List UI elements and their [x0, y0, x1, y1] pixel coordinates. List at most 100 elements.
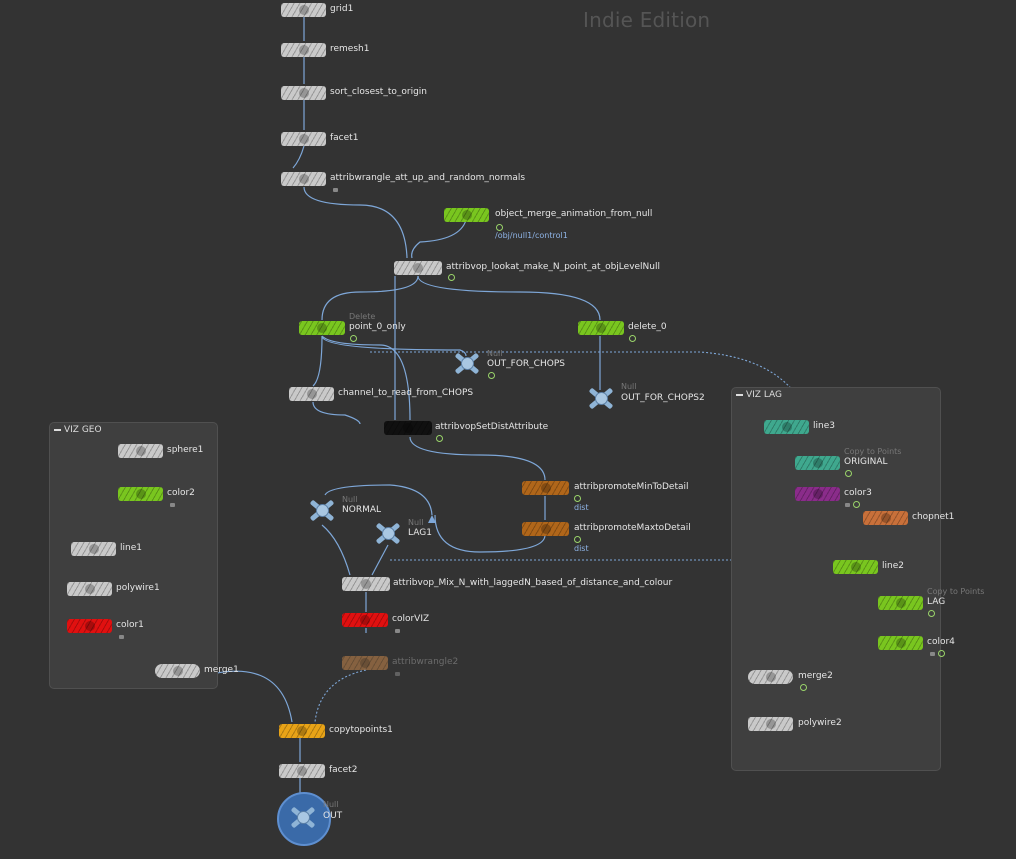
node-body[interactable] [522, 481, 569, 495]
output-null-icon[interactable] [277, 792, 331, 846]
node-body[interactable] [342, 656, 388, 670]
node-label: color1 [116, 620, 144, 630]
node-body[interactable] [863, 511, 908, 525]
node-label: grid1 [330, 4, 354, 14]
network-box-title: VIZ LAG [746, 390, 783, 400]
network-box-title: VIZ GEO [64, 425, 102, 435]
node-label: LAG1 [408, 528, 432, 538]
null-node-icon[interactable] [372, 520, 404, 546]
collapse-icon[interactable] [736, 394, 743, 396]
node-label: line1 [120, 543, 142, 553]
flag-icon[interactable] [496, 224, 503, 231]
node-body[interactable] [155, 664, 200, 678]
collapse-icon[interactable] [54, 429, 61, 431]
node-label: attribpromoteMaxtoDetail [574, 523, 691, 533]
node-body[interactable] [289, 387, 334, 401]
node-body[interactable] [394, 261, 442, 275]
node-body[interactable] [279, 724, 325, 738]
null-node-icon [287, 804, 319, 830]
node-body[interactable] [279, 764, 325, 778]
node-body[interactable] [578, 321, 624, 335]
flag-icon[interactable] [350, 335, 357, 342]
node-body[interactable] [71, 542, 116, 556]
node-body[interactable] [748, 717, 793, 731]
node-body[interactable] [281, 3, 326, 17]
node-label: attribvopSetDistAttribute [435, 422, 549, 432]
network-box-viz-lag[interactable]: VIZ LAG [731, 387, 941, 771]
node-body[interactable] [384, 421, 432, 435]
node-label: color4 [927, 637, 955, 647]
flag-icon[interactable] [574, 536, 581, 543]
flag-icon[interactable] [853, 501, 860, 508]
node-body[interactable] [118, 444, 163, 458]
node-label: attribpromoteMinToDetail [574, 482, 689, 492]
node-attrib-label: dist [574, 544, 589, 553]
node-body[interactable] [299, 321, 345, 335]
null-node-icon[interactable] [585, 385, 617, 411]
node-type-label: Null [342, 495, 358, 504]
node-body[interactable] [67, 582, 112, 596]
flag-icon[interactable] [574, 495, 581, 502]
flag-icon[interactable] [448, 274, 455, 281]
node-label: line2 [882, 561, 904, 571]
flag-icon[interactable] [845, 470, 852, 477]
node-label: polywire1 [116, 583, 160, 593]
node-label: OUT_FOR_CHOPS2 [621, 393, 705, 403]
flag-icon[interactable] [629, 335, 636, 342]
node-body[interactable] [833, 560, 878, 574]
flag-icon[interactable] [928, 610, 935, 617]
node-label: facet2 [329, 765, 358, 775]
node-body[interactable] [342, 577, 390, 591]
node-label: OUT_FOR_CHOPS [487, 359, 565, 369]
node-body[interactable] [878, 636, 923, 650]
node-body[interactable] [795, 487, 840, 501]
node-label: merge1 [204, 665, 239, 675]
null-node-icon[interactable] [306, 497, 338, 523]
node-label: attribwrangle2 [392, 657, 459, 667]
node-label: ORIGINAL [844, 457, 888, 467]
node-label: polywire2 [798, 718, 842, 728]
node-body[interactable] [878, 596, 923, 610]
lock-icon [395, 629, 400, 633]
flag-icon[interactable] [938, 650, 945, 657]
node-body[interactable] [281, 86, 326, 100]
null-node-icon[interactable] [451, 350, 483, 376]
lock-icon [930, 652, 935, 656]
node-type-label: Null [408, 518, 424, 527]
node-body[interactable] [281, 43, 326, 57]
node-body[interactable] [281, 172, 326, 186]
lock-icon [845, 503, 850, 507]
node-body[interactable] [522, 522, 569, 536]
indie-edition-watermark: Indie Edition [583, 8, 711, 32]
flag-icon[interactable] [488, 372, 495, 379]
lock-icon [119, 635, 124, 639]
node-body[interactable] [342, 613, 388, 627]
node-label: delete_0 [628, 322, 667, 332]
node-label: attribvop_lookat_make_N_point_at_objLeve… [446, 262, 660, 272]
node-label: sphere1 [167, 445, 204, 455]
node-body[interactable] [444, 208, 489, 222]
node-label: color3 [844, 488, 872, 498]
node-body[interactable] [748, 670, 793, 684]
node-type-label: Delete [349, 312, 376, 321]
node-body[interactable] [795, 456, 840, 470]
node-type-label: Copy to Points [927, 587, 985, 596]
node-attrib-label: dist [574, 503, 589, 512]
node-body[interactable] [67, 619, 112, 633]
node-label: attribvop_Mix_N_with_laggedN_based_of_di… [393, 578, 673, 588]
lock-icon [395, 672, 400, 676]
node-label: attribwrangle_att_up_and_random_normals [330, 173, 526, 183]
node-body[interactable] [281, 132, 326, 146]
node-label: line3 [813, 421, 835, 431]
node-label: merge2 [798, 671, 833, 681]
node-label: remesh1 [330, 44, 370, 54]
node-label: copytopoints1 [329, 725, 393, 735]
node-label: colorVIZ [392, 614, 430, 624]
node-body[interactable] [118, 487, 163, 501]
node-label: channel_to_read_from_CHOPS [338, 388, 474, 398]
node-path-label: /obj/null1/control1 [495, 231, 568, 240]
node-label: OUT [323, 811, 343, 821]
node-body[interactable] [764, 420, 809, 434]
flag-icon[interactable] [436, 435, 443, 442]
flag-icon[interactable] [800, 684, 807, 691]
